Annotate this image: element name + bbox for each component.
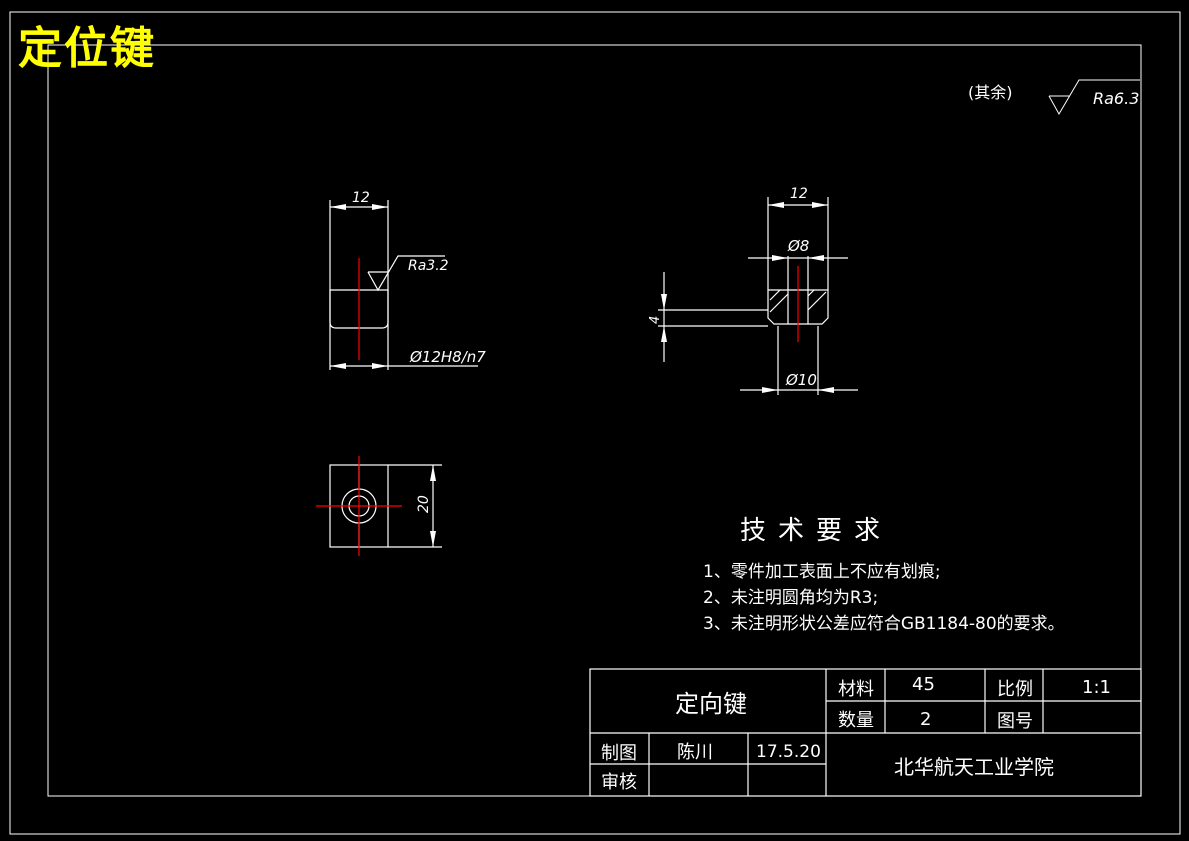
tech-requirements-heading: 技术要求 bbox=[740, 516, 893, 546]
section-view-width-dim: 12 bbox=[790, 186, 808, 202]
top-view-center-lines bbox=[316, 456, 402, 556]
material-label: 材料 bbox=[838, 679, 874, 700]
scale-value: 1:1 bbox=[1082, 677, 1111, 698]
quantity-value: 2 bbox=[920, 709, 932, 730]
tech-requirement-item: 3、未注明形状公差应符合GB1184-80的要求。 bbox=[703, 614, 1065, 634]
quantity-label: 数量 bbox=[838, 710, 874, 731]
institution-name: 北华航天工业学院 bbox=[894, 755, 1054, 779]
section-view-arrows bbox=[661, 202, 834, 393]
side-view-arrows bbox=[330, 204, 388, 369]
tech-requirement-item: 1、零件加工表面上不应有划痕; bbox=[703, 562, 941, 582]
default-roughness-value: Ra6.3 bbox=[1093, 89, 1139, 108]
side-view-fit-dim: Ø12H8/n7 bbox=[409, 348, 486, 366]
side-view-roughness: Ra3.2 bbox=[408, 258, 449, 274]
inner-frame bbox=[47, 44, 1142, 797]
material-value: 45 bbox=[912, 674, 935, 695]
page-title: 定位键 bbox=[18, 23, 156, 74]
outer-border bbox=[9, 11, 1181, 835]
section-view-shaft-dim: Ø10 bbox=[785, 371, 817, 389]
tech-requirement-item: 2、未注明圆角均为R3; bbox=[703, 588, 879, 608]
top-view-width-dim: 20 bbox=[416, 495, 432, 513]
checked-label: 审核 bbox=[601, 772, 637, 793]
drawn-by: 陈川 bbox=[677, 742, 713, 763]
default-roughness-label: (其余) bbox=[968, 83, 1013, 102]
drawing-date: 17.5.20 bbox=[756, 742, 821, 762]
section-view bbox=[658, 197, 858, 395]
part-name: 定向键 bbox=[675, 690, 747, 718]
section-view-height-dim: 4 bbox=[648, 316, 663, 324]
section-view-hole-dim: Ø8 bbox=[787, 237, 809, 255]
title-block-grid bbox=[589, 668, 1142, 797]
default-roughness-symbol bbox=[1048, 79, 1140, 116]
side-view-width-dim: 12 bbox=[352, 190, 370, 206]
drawing-no-label: 图号 bbox=[997, 711, 1033, 732]
drawn-label: 制图 bbox=[601, 743, 637, 764]
scale-label: 比例 bbox=[997, 679, 1033, 700]
side-view bbox=[329, 200, 478, 370]
top-view-arrows bbox=[430, 465, 436, 547]
